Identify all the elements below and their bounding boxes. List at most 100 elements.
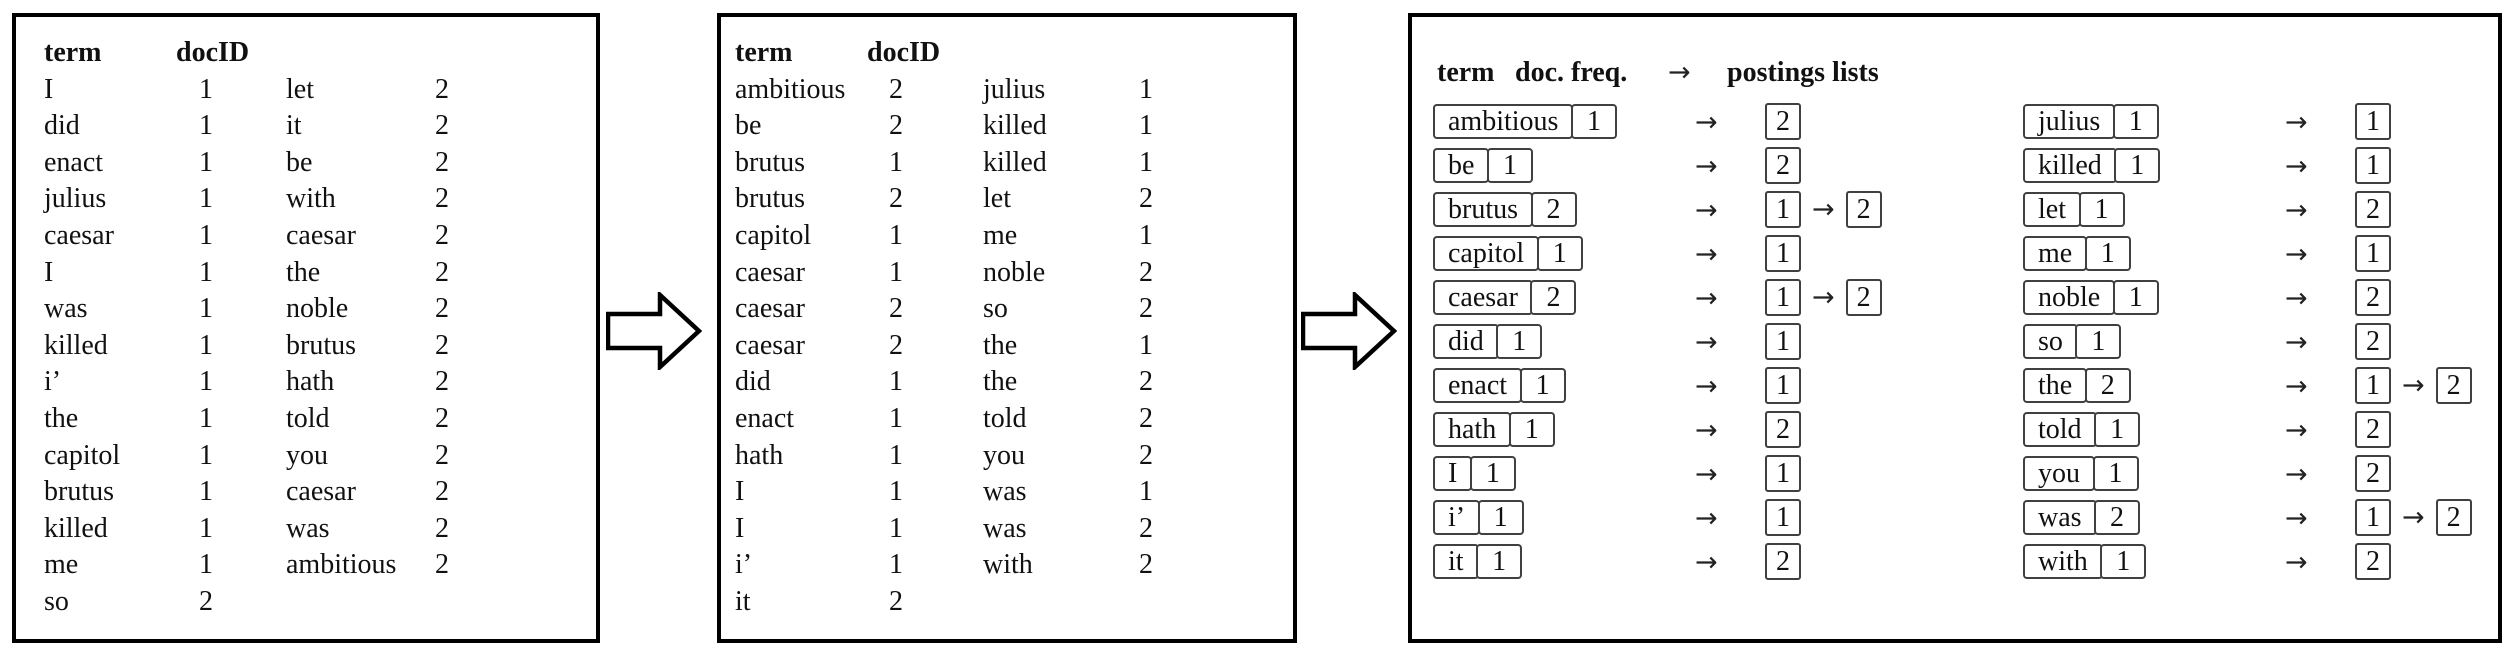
posting-box: 1 bbox=[2355, 499, 2391, 536]
postings-chain: 2 bbox=[2355, 191, 2391, 228]
token-term: brutus bbox=[44, 476, 114, 508]
token-term: it bbox=[735, 585, 751, 617]
right-arrow-icon: → bbox=[2402, 502, 2425, 533]
postings-chain: 1 bbox=[1765, 235, 1801, 272]
token-docid: 1 bbox=[1139, 110, 1153, 142]
token-docid: 2 bbox=[435, 146, 449, 178]
token-docid: 2 bbox=[435, 256, 449, 288]
token-term: ambitious bbox=[286, 549, 397, 581]
dictionary-term: ambitious bbox=[1433, 104, 1574, 139]
token-docid: 1 bbox=[889, 549, 903, 581]
token-term: hath bbox=[735, 439, 784, 471]
doc-frequency: 2 bbox=[1530, 280, 1577, 315]
postings-chain: 1 bbox=[1765, 455, 1801, 492]
right-arrow-icon: → bbox=[2285, 326, 2308, 358]
token-term: brutus bbox=[735, 183, 805, 215]
token-term: the bbox=[983, 329, 1018, 361]
token-docid: 1 bbox=[889, 402, 903, 434]
token-term: did bbox=[735, 366, 771, 398]
token-term: was bbox=[286, 512, 330, 544]
token-docid: 1 bbox=[889, 366, 903, 398]
dictionary-term: so bbox=[2023, 324, 2078, 359]
token-term: I bbox=[735, 476, 745, 508]
token-docid: 1 bbox=[199, 146, 213, 178]
doc-frequency: 1 bbox=[1508, 412, 1555, 447]
token-docid: 1 bbox=[889, 439, 903, 471]
doc-frequency: 2 bbox=[1530, 192, 1577, 227]
right-arrow-icon: → bbox=[1695, 326, 1718, 358]
posting-box: 2 bbox=[2355, 543, 2391, 580]
right-arrow-icon: → bbox=[2285, 238, 2308, 270]
token-term: noble bbox=[286, 293, 349, 325]
posting-box: 1 bbox=[1765, 235, 1801, 272]
token-docid: 1 bbox=[199, 402, 213, 434]
doc-frequency: 1 bbox=[1536, 236, 1583, 271]
token-term: let bbox=[286, 73, 314, 105]
dictionary-term: told bbox=[2023, 412, 2097, 447]
token-term: me bbox=[44, 549, 79, 581]
right-arrow-icon: → bbox=[1695, 370, 1718, 402]
token-docid: 1 bbox=[199, 329, 213, 361]
token-docid: 2 bbox=[435, 549, 449, 581]
postings-chain: 1→2 bbox=[1765, 191, 1882, 228]
token-docid: 2 bbox=[1139, 549, 1153, 581]
token-term: told bbox=[286, 402, 330, 434]
token-term: with bbox=[983, 549, 1033, 581]
postings-chain: 2 bbox=[2355, 455, 2391, 492]
token-term: the bbox=[44, 402, 79, 434]
token-term: I bbox=[44, 256, 54, 288]
right-arrow-icon: → bbox=[2285, 546, 2308, 578]
token-term: told bbox=[983, 402, 1027, 434]
token-docid: 1 bbox=[199, 183, 213, 215]
posting-box: 1 bbox=[2355, 147, 2391, 184]
token-docid: 2 bbox=[889, 110, 903, 142]
token-docid: 1 bbox=[889, 256, 903, 288]
token-docid: 1 bbox=[1139, 73, 1153, 105]
posting-box: 1 bbox=[1765, 279, 1801, 316]
token-docid: 2 bbox=[435, 402, 449, 434]
token-docid: 1 bbox=[889, 476, 903, 508]
token-term: caesar bbox=[286, 476, 356, 508]
posting-box: 2 bbox=[1765, 103, 1801, 140]
token-docid: 2 bbox=[435, 329, 449, 361]
postings-chain: 2 bbox=[2355, 543, 2391, 580]
doc-frequency: 1 bbox=[1469, 456, 1516, 491]
dictionary-term: capitol bbox=[1433, 236, 1540, 271]
posting-box: 2 bbox=[2355, 323, 2391, 360]
token-docid: 2 bbox=[1139, 402, 1153, 434]
token-term: killed bbox=[44, 512, 108, 544]
doc-frequency: 1 bbox=[2075, 324, 2122, 359]
token-docid: 2 bbox=[435, 183, 449, 215]
right-arrow-icon: → bbox=[1695, 458, 1718, 490]
column-header-docid: docID bbox=[176, 37, 250, 68]
right-arrow-icon: → bbox=[2285, 194, 2308, 226]
token-docid: 2 bbox=[889, 585, 903, 617]
token-docid: 2 bbox=[199, 585, 213, 617]
column-header-docid: docID bbox=[867, 37, 941, 68]
posting-box: 2 bbox=[1845, 191, 1882, 228]
token-term: capitol bbox=[44, 439, 121, 471]
doc-frequency: 2 bbox=[2084, 368, 2131, 403]
right-arrow-icon: → bbox=[1812, 194, 1835, 225]
doc-frequency: 1 bbox=[1496, 324, 1543, 359]
token-docid: 2 bbox=[1139, 439, 1153, 471]
dictionary-term: did bbox=[1433, 324, 1499, 359]
